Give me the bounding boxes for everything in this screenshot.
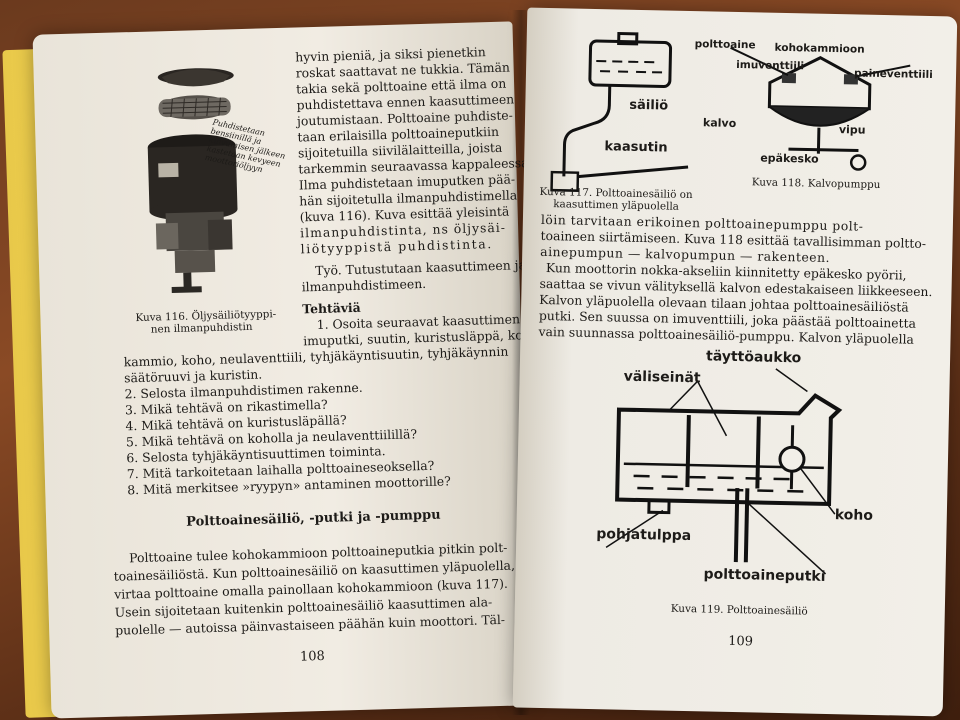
caption-118: Kuva 118. Kalvopumppu [751,176,881,192]
tehtavia-heading: Tehtäviä [302,299,361,317]
fig118-label-epakesko: epäkesko [760,151,819,166]
caption-116-line2: nen ilmanpuhdistin [150,320,253,336]
fig118-label-paineventtiili: paineventtiili [853,67,933,82]
section-title: Polttoainesäiliö, -putki ja -pumppu [186,507,441,530]
fig119-label-fill: täyttöaukko [705,348,802,367]
figure-119-fuel-tank [605,368,843,575]
caption-117-line2: kaasuttimen yläpuolella [553,198,680,213]
fig118-label-polttoaine: polttoaine [694,38,756,52]
figure-117-gravity-feed [550,31,689,192]
tyo-line-2: ilmanpuhdistimeen. [301,275,427,295]
fig119-label-float: koho [834,507,874,524]
page-number-right: 109 [727,633,754,650]
figure-118-diaphragm-pump [730,46,911,171]
left-page: Puhdistetaan bensiinillä ja kuivumisen j… [32,21,554,719]
fig119-label-walls: väliseinät [623,368,701,387]
fig118-label-imuventtiili: imuventtiili [736,58,805,73]
fig117-label-carb: kaasutin [604,139,668,156]
air-cleaner-illustration [147,68,238,294]
fig118-label-vipu: vipu [838,123,866,137]
fig119-label-pipe: polttoaineputki [703,566,826,585]
right-page: säiliö kaasutin Kuva 117. Polttoainesäil… [512,7,958,717]
fig118-label-kalvo: kalvo [702,116,737,130]
fig119-label-drain: pohjatulppa [596,526,692,545]
caption-119: Kuva 119. Polttoainesäiliö [670,602,808,618]
fig118-label-kohokammioon: kohokammioon [774,41,865,56]
page-number-left: 108 [299,648,326,665]
fig117-label-tank: säiliö [629,97,669,114]
